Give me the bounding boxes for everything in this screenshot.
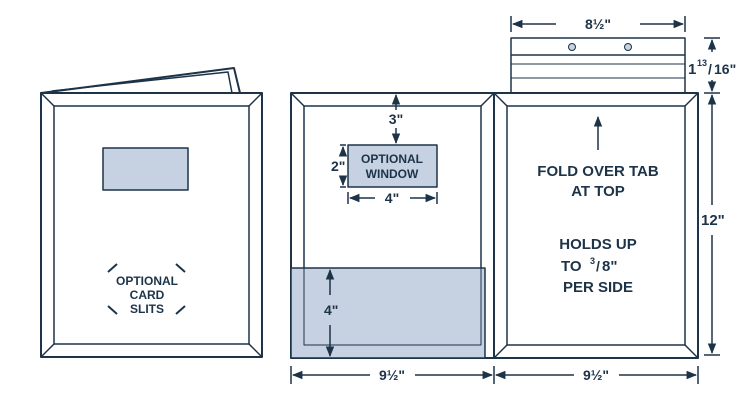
fold-over-tab bbox=[510, 37, 686, 94]
window-label-line-2: WINDOW bbox=[366, 167, 419, 181]
holds-label-line-2: TO bbox=[561, 258, 582, 275]
cover-window bbox=[102, 147, 189, 191]
dim-tab-height-den: 16" bbox=[714, 61, 736, 77]
dim-tab-width: 8½" bbox=[585, 16, 611, 32]
dim-left-panel-width: 9½" bbox=[379, 367, 405, 383]
holds-label-line-1: HOLDS UP bbox=[559, 236, 637, 253]
window-label-line-1: OPTIONAL bbox=[361, 152, 423, 166]
dim-window-width: 4" bbox=[385, 190, 399, 206]
back-cover-flap-edge bbox=[51, 71, 233, 94]
dim-tab-height-num: 13 bbox=[697, 58, 707, 68]
dim-window-offset: 3" bbox=[389, 111, 403, 127]
card-slits-line-1: OPTIONAL bbox=[116, 274, 178, 288]
fold-label-line-2: AT TOP bbox=[571, 183, 625, 200]
holds-label-line-3: PER SIDE bbox=[563, 279, 633, 296]
dim-right-panel-width: 9½" bbox=[583, 367, 609, 383]
front-cover-inner bbox=[53, 105, 250, 345]
dim-pocket-height: 4" bbox=[324, 302, 338, 318]
holds-fraction-num: 3 bbox=[590, 256, 595, 266]
inside-window bbox=[347, 144, 438, 188]
pocket bbox=[290, 267, 486, 359]
tab-hole-left bbox=[568, 43, 576, 51]
dim-tab-height-slash: / bbox=[708, 61, 712, 77]
card-slits-line-2: CARD bbox=[130, 288, 165, 302]
tab-hole-right bbox=[624, 43, 632, 51]
card-slit-marks bbox=[107, 263, 186, 315]
fold-label-line-1: FOLD OVER TAB bbox=[537, 163, 659, 180]
dim-window-height: 2" bbox=[331, 158, 345, 174]
holds-fraction-slash: / bbox=[596, 258, 600, 274]
dimension-lines bbox=[290, 16, 720, 384]
dim-total-height: 12" bbox=[701, 212, 725, 229]
holds-fraction-den: 8" bbox=[602, 258, 617, 275]
closed-folder bbox=[40, 67, 263, 358]
card-slits-line-3: SLITS bbox=[130, 302, 164, 316]
dim-tab-height-whole: 1 bbox=[688, 61, 696, 78]
